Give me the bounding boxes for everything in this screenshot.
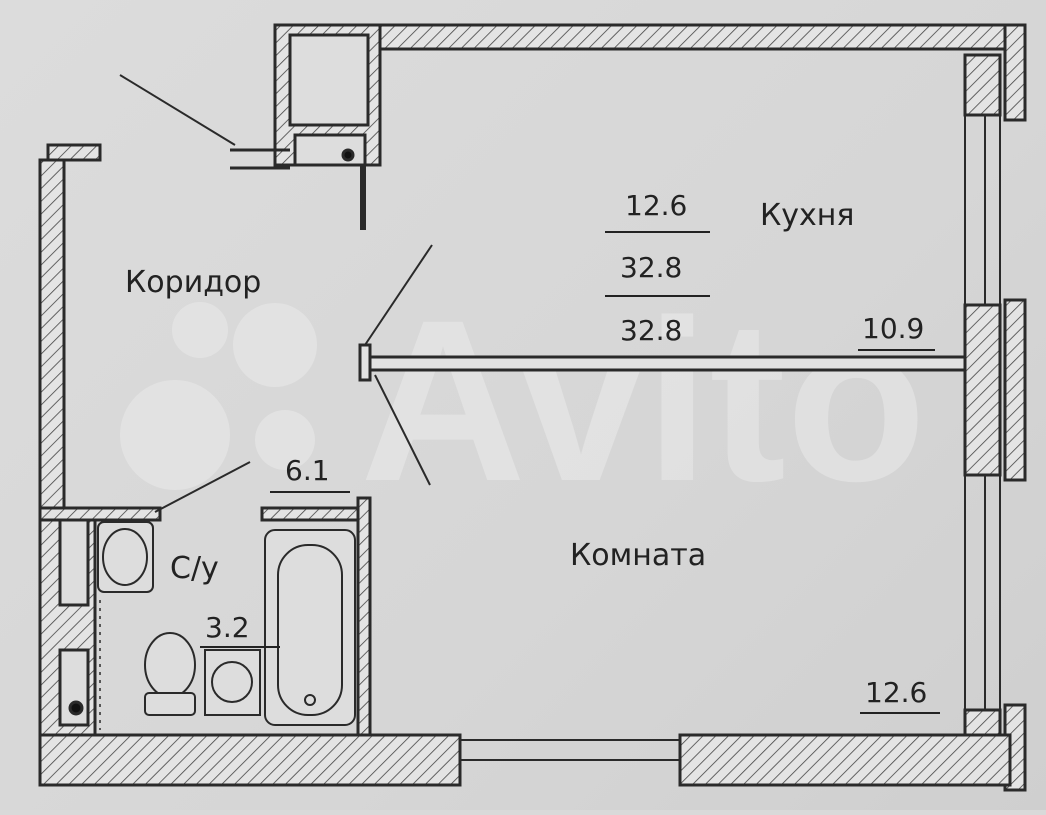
door-kitchen <box>364 244 433 346</box>
sink-icon <box>97 521 154 593</box>
riser-icon <box>341 148 355 162</box>
wall-right-mid <box>1003 298 1027 482</box>
shaft-inner <box>288 33 370 127</box>
bathroom-label: С/у <box>170 551 219 586</box>
toilet-icon <box>144 632 196 716</box>
shaft-niche <box>293 133 367 167</box>
door-room <box>374 374 431 486</box>
total-area-balcony-value: 32.8 <box>620 314 682 347</box>
bath-niche-1 <box>58 518 90 607</box>
pier-right-1 <box>963 53 1002 117</box>
door-entrance <box>119 74 236 146</box>
partition-kitchen-room <box>363 355 967 372</box>
washing-machine-icon <box>204 649 261 716</box>
bathroom-riser-icon <box>68 700 84 716</box>
wall-left <box>38 158 66 512</box>
wall-top <box>378 23 1007 51</box>
wall-bathroom-top-left <box>38 506 162 522</box>
wall-left-stub <box>46 143 102 162</box>
bathtub-icon <box>264 529 356 726</box>
avito-watermark: Avito <box>120 272 926 529</box>
window-room <box>964 475 1001 710</box>
living-area-value: 12.6 <box>625 189 687 222</box>
kitchen-label: Кухня <box>760 198 854 233</box>
pier-right-2 <box>963 303 1002 477</box>
wall-right-top <box>1003 23 1027 122</box>
wall-bottom-left <box>38 733 462 787</box>
window-bottom <box>460 739 680 761</box>
kitchen-area: 10.9 <box>862 312 924 345</box>
room-area: 12.6 <box>865 676 927 709</box>
wall-bathroom-top-right <box>260 506 372 522</box>
bathroom-area: 3.2 <box>205 611 250 644</box>
room-label: Комната <box>570 538 706 573</box>
corridor-area: 6.1 <box>285 454 330 487</box>
door-bathroom <box>154 461 251 513</box>
corridor-label: Коридор <box>125 265 261 300</box>
svg-text:Avito: Avito <box>360 272 926 529</box>
total-area-value: 32.8 <box>620 251 682 284</box>
wall-bathroom-right <box>356 496 372 737</box>
window-kitchen <box>964 115 1001 305</box>
wall-bottom-right <box>678 733 1012 787</box>
